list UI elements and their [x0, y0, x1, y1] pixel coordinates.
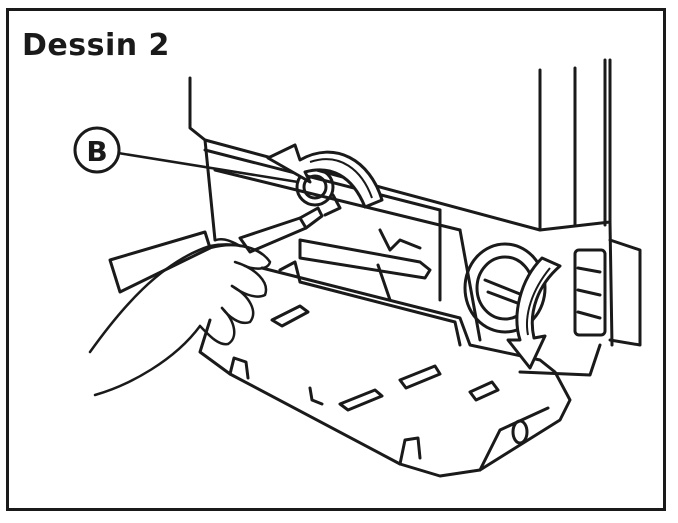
callout-leader-line [116, 151, 300, 184]
figure-title: Dessin 2 [22, 28, 170, 63]
open-flap [108, 230, 572, 478]
hand [88, 238, 272, 397]
drain-valve [463, 242, 547, 334]
appliance-body [188, 58, 642, 377]
interior-parts [298, 228, 432, 302]
curved-arrow-icon [506, 256, 562, 370]
curved-arrow-icon [266, 143, 384, 209]
callout-label: B [86, 135, 107, 168]
callout-badge: B [73, 126, 121, 174]
screwdriver [238, 206, 324, 254]
